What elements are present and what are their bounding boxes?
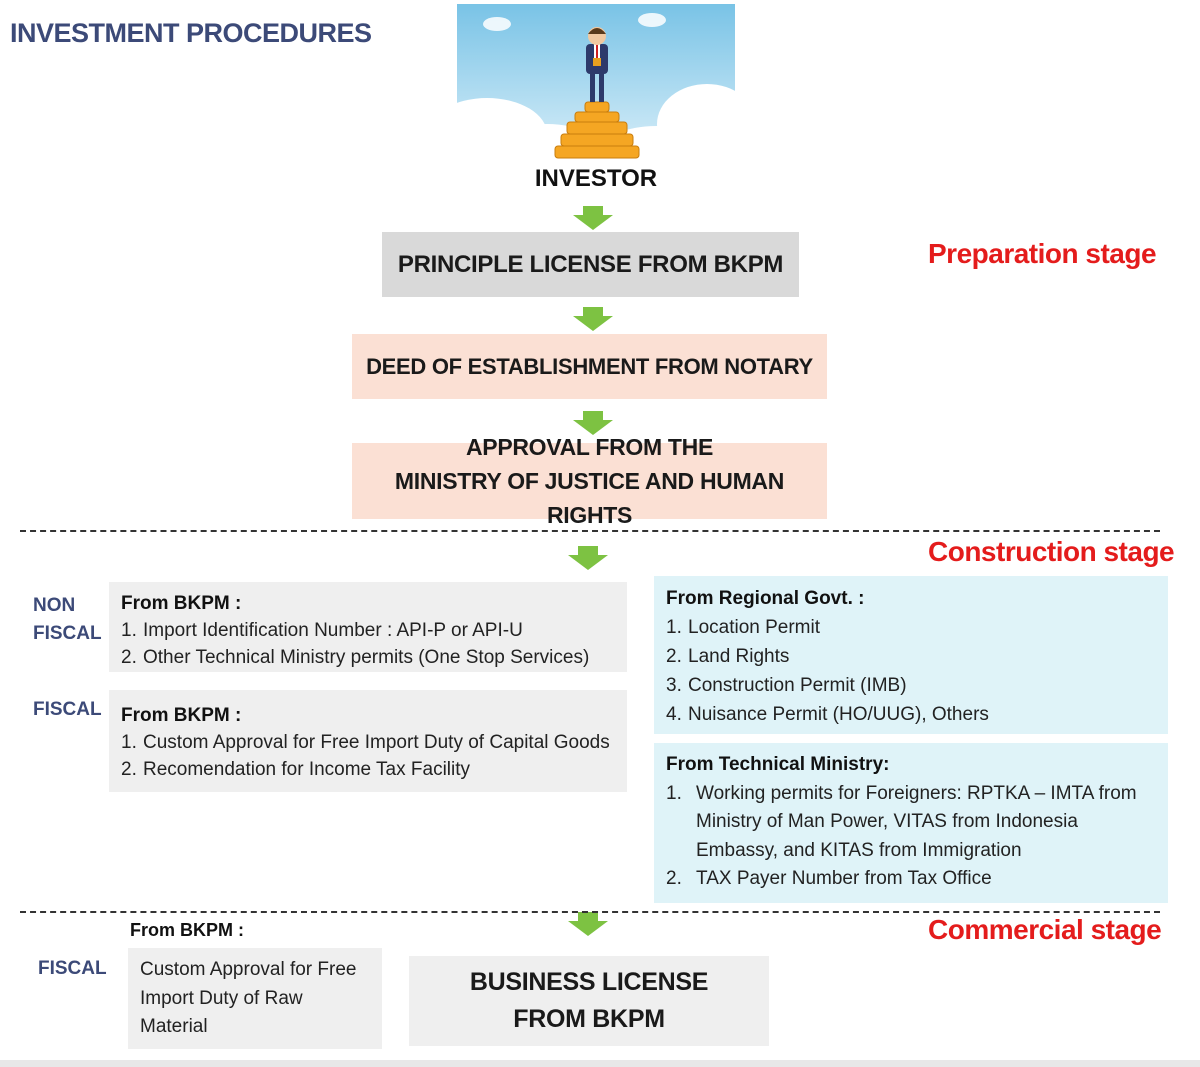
panel-heading: From BKPM : xyxy=(121,705,242,726)
item-number: 3. xyxy=(666,675,682,696)
fiscal-label: FISCAL xyxy=(33,623,102,644)
stage-divider xyxy=(20,911,1160,913)
item-text: Working permits for Foreigners: RPTKA – … xyxy=(696,782,1137,861)
non-label: NON xyxy=(33,595,76,616)
item-text: Import Identification Number : API-P or … xyxy=(143,620,523,641)
preparation-stage-label: Preparation stage xyxy=(928,238,1157,269)
commercial-line-3: Material xyxy=(140,1016,208,1037)
bottom-scroll-strip xyxy=(0,1060,1200,1067)
item-number: 1. xyxy=(666,782,682,804)
list-item: 1. Import Identification Number : API-P o… xyxy=(121,617,615,644)
panel-heading: From BKPM : xyxy=(121,593,242,614)
item-text: Construction Permit (IMB) xyxy=(688,675,907,696)
panel-heading: From Technical Ministry: xyxy=(666,754,890,775)
down-arrow-icon xyxy=(571,206,615,230)
approval-line-2: MINISTRY OF JUSTICE AND HUMAN RIGHTS xyxy=(394,468,785,528)
commercial-fiscal-panel: Custom Approval for Free Import Duty of … xyxy=(128,948,382,1049)
approval-line-1: APPROVAL FROM THE xyxy=(465,434,714,460)
business-line-2: FROM BKPM xyxy=(513,1005,665,1033)
investor-label: INVESTOR xyxy=(534,165,658,192)
item-number: 2. xyxy=(121,647,137,668)
item-text: Other Technical Ministry permits (One St… xyxy=(143,647,590,668)
down-arrow-icon xyxy=(571,411,615,435)
technical-ministry-panel: From Technical Ministry: 1. Working permi… xyxy=(654,743,1168,903)
list-item: 2. Recomendation for Income Tax Facility xyxy=(121,756,615,783)
page-title: INVESTMENT PROCEDURES xyxy=(10,18,372,48)
list-item: 1. Working permits for Foreigners: RPTKA … xyxy=(666,780,1156,866)
item-number: 2. xyxy=(666,868,682,889)
commercial-fiscal-label: FISCAL xyxy=(38,958,107,979)
panel-heading: From Regional Govt. : xyxy=(666,588,865,609)
item-number: 1. xyxy=(666,617,682,638)
non-fiscal-panel: From BKPM : 1. Import Identification Numb… xyxy=(109,582,627,672)
commercial-line-2: Import Duty of Raw xyxy=(140,987,303,1009)
commercial-line-1: Custom Approval for Free xyxy=(140,959,357,980)
principle-license-text: PRINCIPLE LICENSE FROM BKPM xyxy=(397,250,784,278)
item-number: 2. xyxy=(121,759,137,780)
fiscal-label: FISCAL xyxy=(33,699,102,720)
down-arrow-icon xyxy=(566,546,610,570)
list-item: 2. TAX Payer Number from Tax Office xyxy=(666,865,1156,894)
commercial-heading: From BKPM : xyxy=(130,920,244,940)
investor-illustration xyxy=(457,4,735,174)
down-arrow-icon xyxy=(566,912,610,936)
non-fiscal-label: NON FISCAL xyxy=(33,592,102,648)
item-number: 2. xyxy=(666,646,682,667)
approval-box: APPROVAL FROM THE MINISTRY OF JUSTICE AN… xyxy=(352,434,827,528)
list-item: 2. Other Technical Ministry permits (One … xyxy=(121,644,615,671)
item-text: Land Rights xyxy=(688,646,790,667)
item-number: 1. xyxy=(121,620,137,641)
list-item: 4. Nuisance Permit (HO/UUG), Others xyxy=(666,700,1156,729)
list-item: 1. Location Permit xyxy=(666,613,1156,642)
stage-divider xyxy=(20,530,1160,532)
construction-stage-label: Construction stage xyxy=(928,536,1175,567)
item-text: Custom Approval for Free Import Duty of … xyxy=(143,732,610,753)
item-text: TAX Payer Number from Tax Office xyxy=(696,868,992,889)
item-text: Nuisance Permit (HO/UUG), Others xyxy=(688,704,989,725)
item-number: 4. xyxy=(666,704,682,725)
list-item: 2. Land Rights xyxy=(666,642,1156,671)
principle-license-box: PRINCIPLE LICENSE FROM BKPM xyxy=(382,232,799,297)
list-item: 1. Custom Approval for Free Import Duty o… xyxy=(121,729,615,756)
deed-text: DEED OF ESTABLISHMENT FROM NOTARY xyxy=(366,353,813,379)
item-text: Recomendation for Income Tax Facility xyxy=(143,759,471,780)
business-license-box: BUSINESS LICENSE FROM BKPM xyxy=(409,956,769,1046)
list-item: 3. Construction Permit (IMB) xyxy=(666,671,1156,700)
down-arrow-icon xyxy=(571,307,615,331)
deed-box: DEED OF ESTABLISHMENT FROM NOTARY xyxy=(352,334,827,399)
item-number: 1. xyxy=(121,732,137,753)
commercial-stage-label: Commercial stage xyxy=(928,914,1162,945)
item-text: Location Permit xyxy=(688,617,821,638)
regional-govt-panel: From Regional Govt. : 1.Location Permit … xyxy=(654,576,1168,734)
business-line-1: BUSINESS LICENSE xyxy=(469,968,709,996)
fiscal-panel: From BKPM : 1. Custom Approval for Free I… xyxy=(109,690,627,792)
